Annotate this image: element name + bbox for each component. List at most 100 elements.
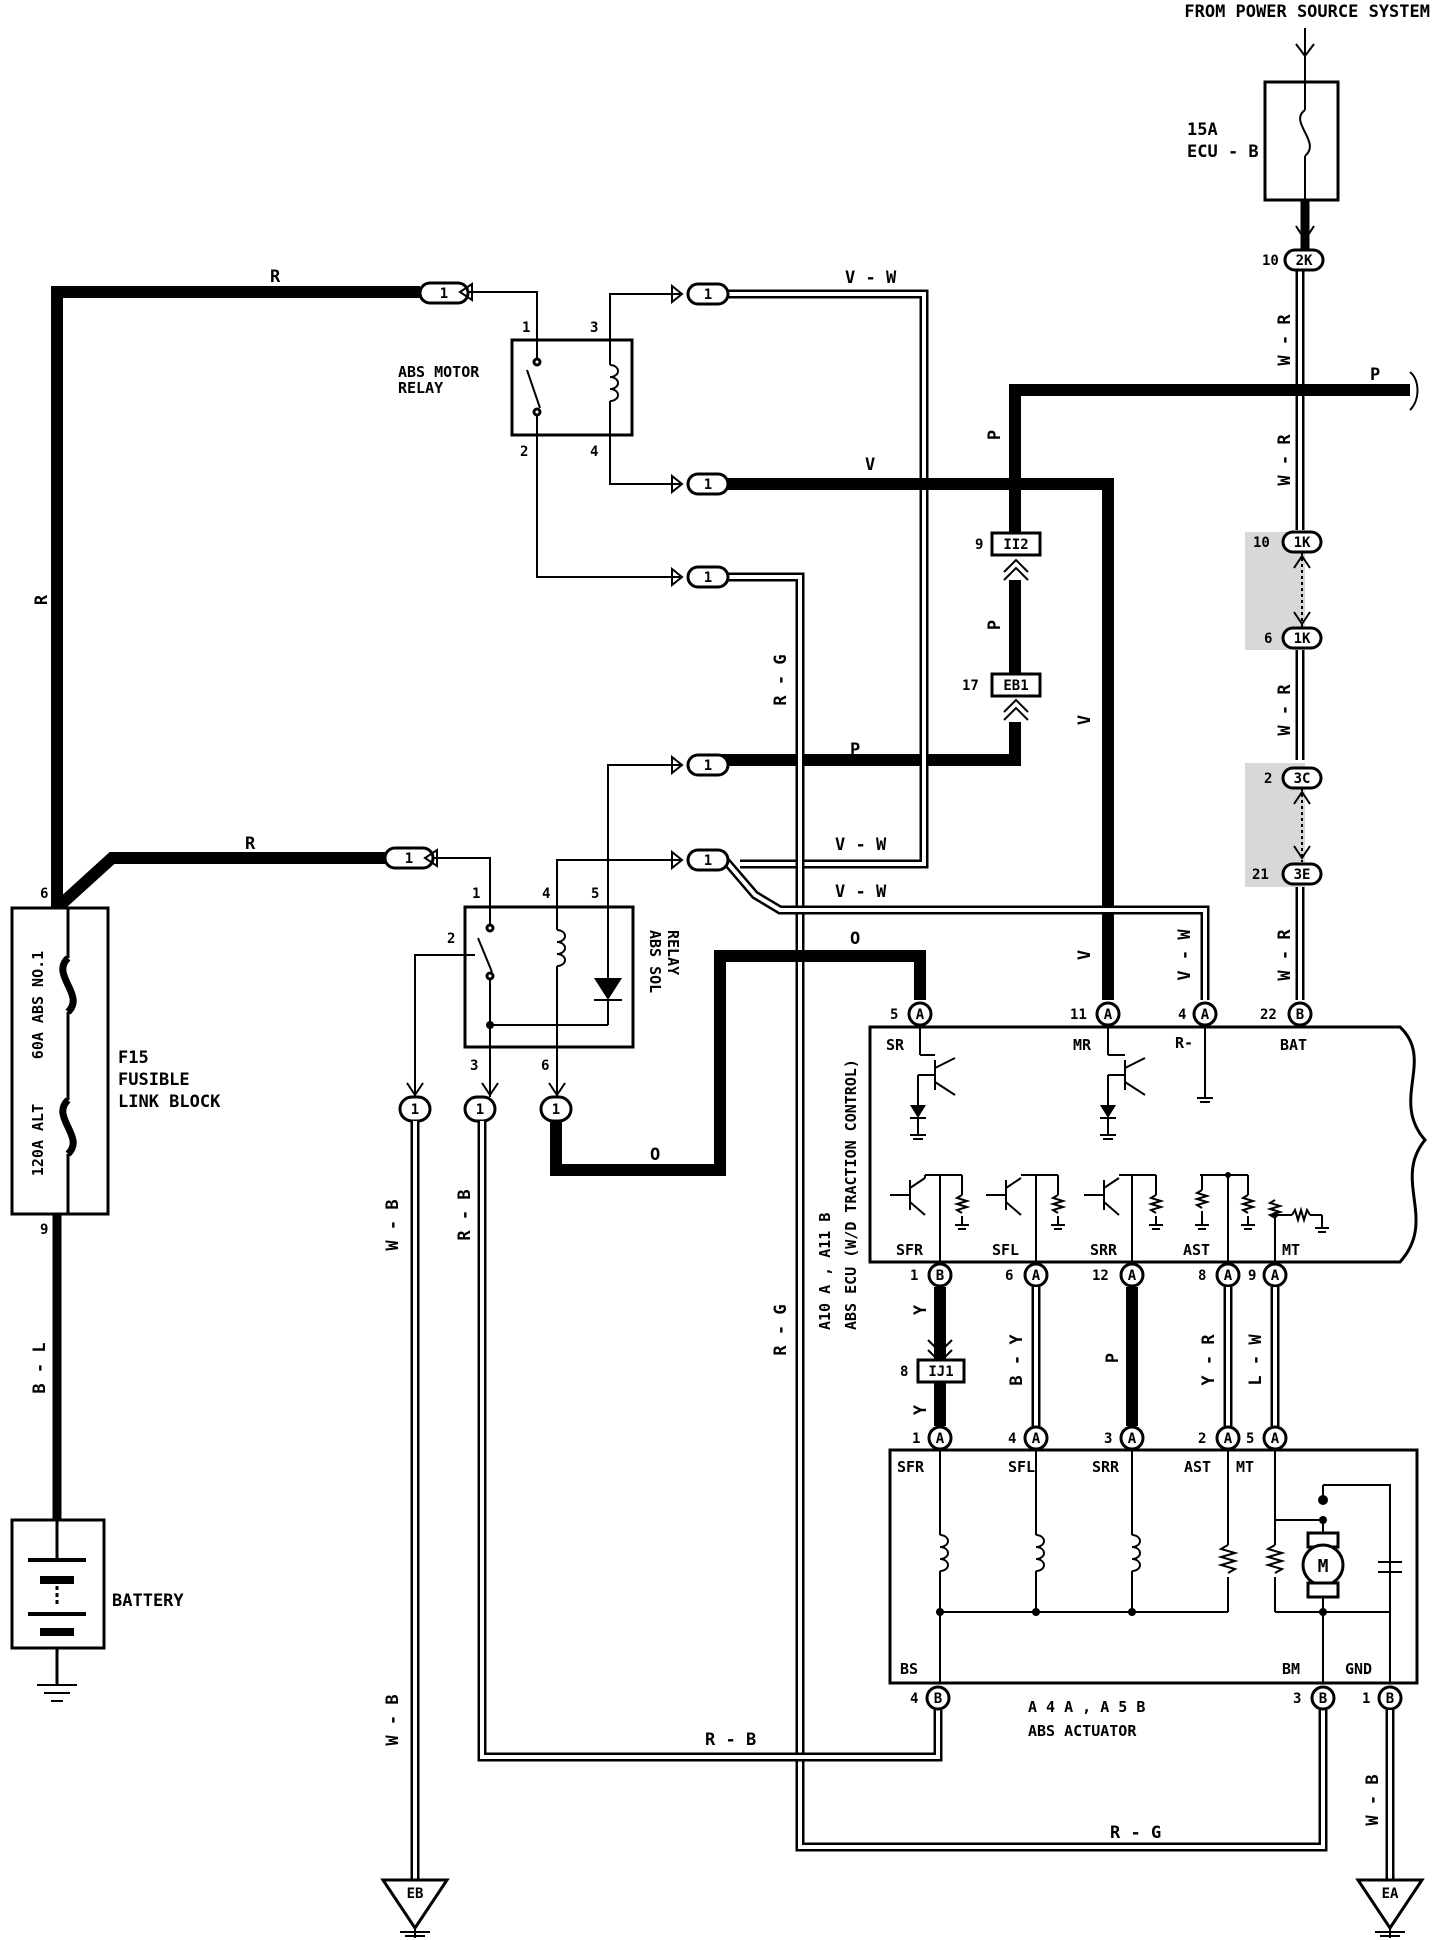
wire-label-r-g-2: R - G bbox=[771, 1304, 791, 1355]
wire-label-r-g-3: R - G bbox=[1110, 1823, 1161, 1843]
ecu-pin-srr: A 12 bbox=[1092, 1262, 1145, 1288]
actuator-pin-sfl: A4 bbox=[1008, 1425, 1049, 1451]
svg-text:A: A bbox=[1224, 1431, 1233, 1447]
wire-label-o-2: O bbox=[850, 929, 860, 949]
wire-label-v-2: V bbox=[1075, 715, 1095, 725]
svg-text:A: A bbox=[1032, 1268, 1041, 1284]
wire-label-l-w: L - W bbox=[1246, 1334, 1266, 1386]
wire-r-top bbox=[51, 286, 420, 908]
connector-1-c: 1 bbox=[686, 472, 730, 496]
resistor-icon bbox=[1266, 1199, 1329, 1262]
svg-text:A: A bbox=[936, 1431, 945, 1447]
svg-text:6: 6 bbox=[1005, 1268, 1013, 1284]
svg-text:B: B bbox=[936, 1268, 944, 1284]
ground-icon bbox=[1375, 1931, 1405, 1937]
svg-text:17: 17 bbox=[962, 678, 979, 694]
svg-text:1: 1 bbox=[910, 1268, 918, 1284]
connector-1k-a: 1K 10 bbox=[1253, 530, 1323, 554]
fuse-ecu-b: 15A ECU - B bbox=[1187, 80, 1340, 202]
svg-text:1: 1 bbox=[704, 853, 712, 869]
actuator-connector-ref: A 4 A , A 5 B bbox=[1028, 1698, 1145, 1716]
svg-text:4: 4 bbox=[590, 444, 598, 460]
wire-label-r-b-1: R - B bbox=[455, 1189, 475, 1240]
power-arrow-icon bbox=[1295, 28, 1315, 82]
transistor-icon bbox=[1084, 1174, 1165, 1262]
svg-text:3: 3 bbox=[590, 320, 598, 336]
svg-text:A: A bbox=[1224, 1268, 1233, 1284]
svg-text:21: 21 bbox=[1252, 867, 1269, 883]
svg-text:A: A bbox=[1201, 1007, 1210, 1023]
svg-text:2: 2 bbox=[520, 444, 528, 460]
connector-2k: 2K 10 bbox=[1262, 248, 1325, 272]
connector-3e: 3E 21 bbox=[1252, 862, 1323, 886]
wire-break-icon bbox=[1409, 371, 1419, 411]
svg-text:9: 9 bbox=[1248, 1268, 1256, 1284]
wire-label-w-r-4: W - R bbox=[1275, 929, 1295, 981]
connector-1-e: 1 bbox=[686, 753, 730, 777]
svg-text:1: 1 bbox=[552, 1102, 560, 1118]
svg-text:IJ1: IJ1 bbox=[928, 1364, 953, 1380]
svg-text:1K: 1K bbox=[1294, 535, 1311, 551]
solenoid-coil-icon bbox=[939, 1534, 949, 1572]
svg-text:A: A bbox=[916, 1007, 925, 1023]
svg-text:EA: EA bbox=[1382, 1886, 1399, 1902]
resistor-icon bbox=[1217, 1544, 1239, 1574]
motor-relay-label-2: RELAY bbox=[398, 379, 443, 397]
svg-text:A: A bbox=[1271, 1268, 1280, 1284]
svg-text:1: 1 bbox=[476, 1102, 484, 1118]
actuator-pin-mt: A5 bbox=[1246, 1425, 1288, 1451]
svg-text:5: 5 bbox=[1246, 1431, 1254, 1447]
solenoid-coil-icon bbox=[1035, 1534, 1045, 1572]
fusible-link-line2: LINK BLOCK bbox=[118, 1092, 221, 1112]
ecu-pin-mr: A 11 bbox=[1070, 1001, 1121, 1027]
svg-text:1: 1 bbox=[704, 287, 712, 303]
svg-text:2: 2 bbox=[1264, 771, 1272, 787]
svg-text:9: 9 bbox=[40, 1222, 48, 1238]
ecu-pin-sfr: B 1 bbox=[910, 1262, 953, 1288]
fusible-link-id: F15 bbox=[118, 1048, 149, 1068]
svg-text:A: A bbox=[1128, 1431, 1137, 1447]
svg-text:B: B bbox=[934, 1691, 942, 1707]
fuse-rating: 15A bbox=[1187, 120, 1218, 140]
svg-text:SR: SR bbox=[886, 1036, 905, 1054]
svg-text:1K: 1K bbox=[1294, 631, 1311, 647]
actuator-pin-ast: A2 bbox=[1198, 1425, 1241, 1451]
connector-1-h: 1 bbox=[398, 1095, 432, 1123]
connector-ii2: II2 9 bbox=[975, 531, 1042, 581]
svg-text:12: 12 bbox=[1092, 1268, 1109, 1284]
fuse-link-icon bbox=[59, 1097, 77, 1157]
resistor-icon bbox=[1193, 1172, 1257, 1262]
fuse-icon bbox=[1299, 109, 1311, 157]
wire-label-p-4: P bbox=[850, 740, 860, 760]
sol-relay-label-2: RELAY bbox=[664, 930, 682, 975]
actuator-pin-bs: B4 bbox=[910, 1685, 951, 1711]
svg-text:3: 3 bbox=[470, 1058, 478, 1074]
svg-text:B: B bbox=[1319, 1691, 1327, 1707]
ecu-title: ABS ECU (W/D TRACTION CONTROL) bbox=[842, 1059, 860, 1330]
connector-eb1: EB1 17 bbox=[962, 672, 1042, 721]
transistor-icon bbox=[890, 1174, 971, 1262]
svg-text:BS: BS bbox=[900, 1660, 918, 1678]
motor-icon: M bbox=[1301, 1531, 1345, 1599]
svg-text:MR: MR bbox=[1073, 1036, 1092, 1054]
actuator-pin-gnd: B1 bbox=[1362, 1685, 1403, 1711]
wire-label-o-1: O bbox=[650, 1145, 660, 1165]
wire-label-p-2: P bbox=[985, 430, 1005, 440]
ecu-pin-bat: B 22 bbox=[1260, 1001, 1313, 1027]
svg-text:AST: AST bbox=[1184, 1458, 1211, 1476]
fuse-name: ECU - B bbox=[1187, 142, 1259, 162]
wire-o bbox=[550, 950, 926, 1176]
ecu-pin-sr: A 5 bbox=[890, 1001, 933, 1027]
svg-text:SFR: SFR bbox=[896, 1241, 924, 1259]
actuator-pin-bm: B3 bbox=[1293, 1685, 1336, 1711]
actuator-pin-srr: A3 bbox=[1104, 1425, 1145, 1451]
svg-text:10: 10 bbox=[1253, 535, 1270, 551]
svg-text:AST: AST bbox=[1183, 1241, 1210, 1259]
svg-text:5: 5 bbox=[890, 1007, 898, 1023]
ground-eb: EB bbox=[380, 1878, 450, 1938]
svg-text:2: 2 bbox=[1198, 1431, 1206, 1447]
transistor-icon bbox=[986, 1174, 1067, 1262]
abs-sol-relay: 1 2 4 5 3 6 bbox=[447, 886, 635, 1074]
wire-label-r-g-1: R - G bbox=[771, 654, 791, 705]
solenoid-coil-icon bbox=[1131, 1534, 1141, 1572]
